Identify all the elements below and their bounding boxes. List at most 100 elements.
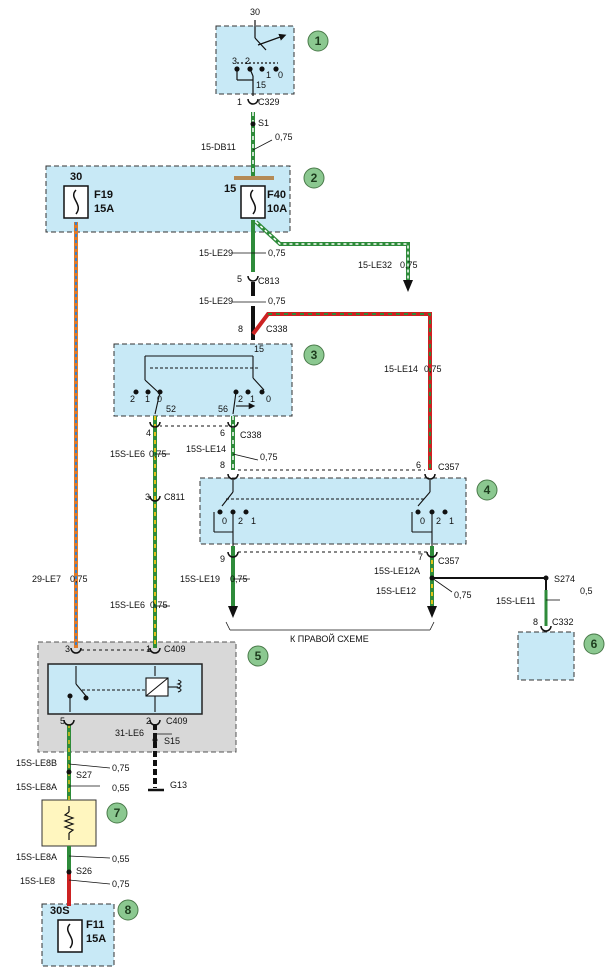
wire-15-le32-label: 15-LE32: [358, 260, 392, 270]
wire-15s-le19-label: 15S-LE19: [180, 574, 220, 584]
sw1-pos-3: 3: [232, 56, 237, 66]
c338-label: C338: [266, 324, 288, 334]
svg-text:4: 4: [484, 483, 491, 497]
wire-15s-le8-label: 15S-LE8: [20, 876, 55, 886]
wire-15s-le6-a-size: 0,75: [149, 449, 167, 459]
c409-pin-3: 3: [65, 644, 70, 654]
svg-text:1: 1: [315, 34, 322, 48]
c329-pin: 1: [237, 97, 242, 107]
c357-pin-8: 8: [220, 460, 225, 470]
wire-15-le29-a-size: 0,75: [268, 248, 286, 258]
c813-pin: 5: [237, 274, 242, 284]
sw3-2b: 2: [238, 394, 243, 404]
sw3-0b: 0: [266, 394, 271, 404]
resistor-symbol: [63, 806, 75, 840]
f40-rating: 10A: [267, 203, 287, 215]
f19-pin: 30: [70, 171, 82, 183]
svg-text:3: 3: [311, 348, 318, 362]
svg-text:2: 2: [311, 171, 318, 185]
f40-name: F40: [267, 189, 286, 201]
sw1-pos-1: 1: [266, 70, 271, 80]
badge-5: 5: [247, 645, 269, 667]
ignition-switch-symbol: [234, 20, 287, 96]
badge-3: 3: [303, 344, 325, 366]
badge-4: 4: [476, 479, 498, 501]
wire-15-le14-size: 0,75: [424, 364, 442, 374]
f19-name: F19: [94, 189, 113, 201]
c338-pin-8: 8: [238, 324, 243, 334]
sw3-0a: 0: [157, 394, 162, 404]
wire-15-le14-label: 15-LE14: [384, 364, 418, 374]
wire-15-le32-size: 0,75: [400, 260, 418, 270]
wire-15-le29-a-label: 15-LE29: [199, 248, 233, 258]
sw4-l1: 1: [251, 516, 256, 526]
sw3-52: 52: [166, 404, 176, 414]
badge-7: 7: [106, 802, 128, 824]
wire-15-le29-b-size: 0,75: [268, 296, 286, 306]
wire-15s-le14-size: 0,75: [260, 452, 278, 462]
c811-pin: 3: [145, 492, 150, 502]
wire-15s-le8a-label: 15S-LE8A: [16, 782, 57, 792]
wire-15s-le14-label: 15S-LE14: [186, 444, 226, 454]
c811-label: C811: [164, 492, 185, 502]
wire-15s-le8a-2-label: 15S-LE8A: [16, 852, 57, 862]
wire-15s-le12-size: 0,75: [454, 590, 472, 600]
c332-label: C332: [552, 617, 574, 627]
s26-label: S26: [76, 866, 92, 876]
wire-15s-le8b-label: 15S-LE8B: [16, 758, 57, 768]
wire-15s-le8-size: 0,75: [112, 879, 130, 889]
c357-label: C357: [438, 462, 460, 472]
wire-15-db11-label: 15-DB11: [201, 142, 236, 152]
wire-15s-le6-b-size: 0,75: [150, 600, 168, 610]
wire-15s-le8a-size: 0,55: [112, 783, 130, 793]
s15-label: S15: [164, 736, 180, 746]
s1-label: S1: [258, 118, 269, 128]
fuse-f40: [240, 185, 266, 219]
fuse-f11: [57, 919, 83, 953]
sw1-pos-0: 0: [278, 70, 283, 80]
wire-29-le7-label: 29-LE7: [32, 574, 61, 584]
wire-15s-le6-b-label: 15S-LE6: [110, 600, 145, 610]
s27-label: S27: [76, 770, 92, 780]
f11-rating: 15A: [86, 933, 106, 945]
sw1-pin-15: 15: [256, 80, 266, 90]
sw3-pin-15: 15: [254, 344, 264, 354]
c409-pin-5: 5: [60, 716, 65, 726]
c338-pin-4: 4: [146, 428, 151, 438]
fuse-f19: [63, 185, 89, 219]
wire-15s-le19-size: 0,75: [230, 574, 248, 584]
svg-text:5: 5: [255, 649, 262, 663]
wire-15s-le6-a-label: 15S-LE6: [110, 449, 145, 459]
wire-31-le6-label: 31-LE6: [115, 728, 144, 738]
sw1-pin-30: 30: [250, 7, 260, 17]
wire-15s-le11-size: 0,5: [580, 586, 593, 596]
sw4-r2: 2: [436, 516, 441, 526]
sw4-l0: 0: [222, 516, 227, 526]
sw1-pos-2: 2: [245, 56, 250, 66]
c332-pin: 8: [533, 617, 538, 627]
sw3-1b: 1: [250, 394, 255, 404]
wire-15s-le8a-2-size: 0,55: [112, 854, 130, 864]
f19-rating: 15A: [94, 203, 114, 215]
c409-label: C409: [164, 644, 186, 654]
g13-label: G13: [170, 780, 187, 790]
c329-label: C329: [258, 97, 280, 107]
switch-3-symbol: [133, 355, 265, 415]
note-right-scheme: К ПРАВОЙ СХЕМЕ: [290, 633, 369, 644]
wire-15-le29-b-label: 15-LE29: [199, 296, 233, 306]
badge-6: 6: [583, 633, 605, 655]
sw3-56: 56: [218, 404, 228, 414]
c409-b-label: C409: [166, 716, 188, 726]
c357-pin-7: 7: [418, 552, 423, 562]
bus-bar: [234, 176, 274, 180]
c409-pin-1: 1: [146, 644, 151, 654]
f11-name: F11: [86, 919, 104, 931]
svg-text:7: 7: [114, 806, 121, 820]
c813-label: C813: [258, 276, 280, 286]
wire-15-db11-size: 0,75: [275, 132, 293, 142]
c409-pin-2: 2: [146, 716, 151, 726]
badge-2: 2: [303, 167, 325, 189]
sw3-2a: 2: [130, 394, 135, 404]
wire-15s-le11-label: 15S-LE11: [496, 596, 535, 606]
